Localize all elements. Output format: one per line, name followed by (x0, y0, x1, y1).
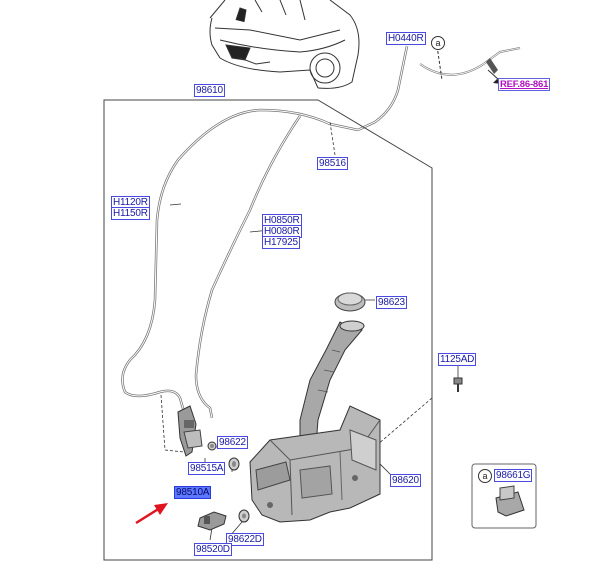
vehicle-front-illustration (209, 0, 360, 89)
rear-hose (194, 115, 302, 419)
hose-end (486, 58, 498, 74)
label-98622d[interactable]: 98622D (226, 533, 264, 546)
grommet-98622 (207, 441, 217, 451)
callout-a-detail: a (478, 469, 492, 483)
callout-a-top: a (431, 36, 445, 50)
grommet-98622d (238, 509, 250, 523)
label-98661g[interactable]: 98661G (494, 469, 533, 482)
label-98520d[interactable]: 98520D (194, 543, 232, 556)
label-98610[interactable]: 98610 (194, 84, 225, 97)
washer-reservoir (249, 405, 381, 523)
reservoir-cap (334, 292, 366, 312)
grommet-98515a (228, 457, 240, 471)
link-ref-86-861[interactable]: REF.86-861 (498, 78, 551, 91)
front-hose (357, 45, 409, 132)
label-98510a-highlighted[interactable]: 98510A (174, 486, 212, 499)
filler-neck (299, 320, 365, 447)
label-1125ad[interactable]: 1125AD (438, 353, 477, 366)
label-98516[interactable]: 98516 (317, 157, 348, 170)
label-h17925[interactable]: H17925 (262, 236, 300, 249)
connector-hose-inner (419, 47, 521, 76)
label-h0440r[interactable]: H0440R (386, 32, 426, 45)
label-98623[interactable]: 98623 (376, 296, 407, 309)
washer-pump (177, 405, 203, 457)
diagram-frame (103, 99, 433, 561)
label-98620[interactable]: 98620 (390, 474, 421, 487)
level-sensor (197, 511, 227, 531)
front-hose-inner (357, 45, 408, 131)
bolt-part (453, 377, 463, 392)
label-h1150r[interactable]: H1150R (111, 207, 150, 220)
label-98515a[interactable]: 98515A (188, 462, 226, 475)
label-98622[interactable]: 98622 (217, 436, 248, 449)
red-pointer-arrow (135, 503, 168, 525)
